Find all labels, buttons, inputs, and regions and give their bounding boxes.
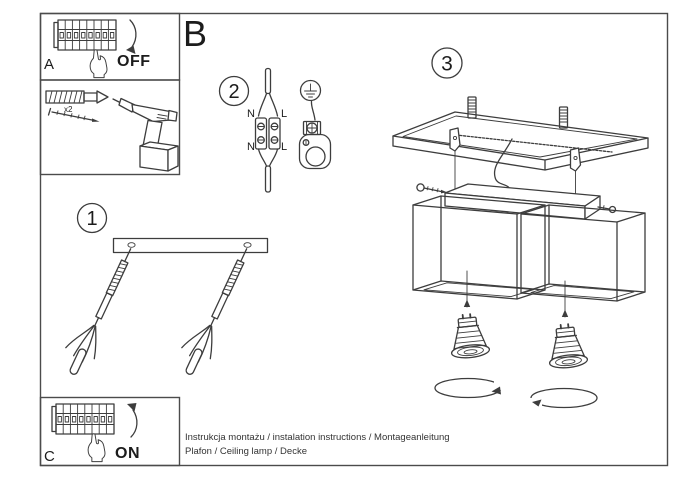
anchor-screw-left-icon (56, 240, 144, 381)
section-b-label: B (183, 13, 207, 54)
side-screw-left-icon (416, 183, 447, 194)
wire-label-n-top: N (247, 108, 255, 120)
breaker-panel-icon (53, 19, 117, 51)
power-cord-icon (493, 138, 513, 193)
arrow-up-icon (127, 403, 138, 438)
wall-anchor-icon: x2 (45, 90, 109, 114)
wire-label-l-top: L (281, 108, 287, 120)
shade-cube-left-icon (412, 195, 546, 300)
bulb-wire-left (463, 270, 471, 308)
threaded-stud-right-icon (558, 106, 569, 129)
arrow-down-icon (126, 19, 137, 54)
breaker-panel-icon (51, 403, 115, 435)
drill-icon (112, 97, 179, 172)
shade-cube-right-icon (520, 204, 646, 302)
anchor-quantity-label: x2 (64, 105, 73, 114)
terminal-block-icon (254, 117, 281, 150)
panel-c-label: C (44, 448, 55, 465)
power-cable-icon (257, 67, 279, 193)
panel-tools: x2 (45, 90, 179, 172)
panel-power-on: ON C (44, 403, 140, 465)
panel-a-border (39, 12, 181, 81)
off-label: OFF (117, 53, 151, 70)
step-2-badge (218, 75, 250, 107)
gu10-bulb-left-icon (446, 311, 491, 361)
rotation-arrow-left-icon (434, 377, 508, 399)
step-3-badge (431, 47, 463, 79)
step-3-assembly: 3 (392, 47, 649, 409)
screw-icon (47, 107, 100, 122)
wire-label-l-bottom: L (281, 141, 287, 153)
gu10-bulb-right-icon (544, 321, 589, 371)
step-1-mounting: 1 (56, 202, 269, 381)
panel-c-border (39, 396, 181, 467)
hand-icon (89, 49, 108, 79)
bulb-wire-right (561, 280, 569, 318)
footer: Instrukcja montażu / instalation instruc… (185, 432, 450, 457)
step-2-number: 2 (228, 81, 239, 103)
panel-a-label: A (44, 56, 54, 73)
step-1-number: 1 (86, 208, 97, 230)
mounting-bar-icon (112, 237, 269, 254)
step-2-wiring: 2 N L N L (218, 67, 332, 193)
footer-line2: Plafon / Ceiling lamp / Decke (185, 446, 307, 457)
step-3-number: 3 (441, 53, 453, 76)
hanging-hook-right-icon (569, 147, 582, 172)
outer-border (39, 12, 669, 467)
hand-icon (87, 433, 106, 463)
tools-panel-border (39, 79, 181, 176)
sheet-frame (39, 12, 669, 467)
anchor-screw-right-icon (172, 240, 260, 381)
hanging-hook-left-icon (449, 127, 461, 152)
on-label: ON (115, 445, 140, 462)
footer-line1: Instrukcja montażu / instalation instruc… (185, 432, 450, 443)
ground-clamp-icon (298, 100, 332, 170)
earth-symbol-icon (299, 79, 322, 102)
wire-label-n-bottom: N (247, 141, 255, 153)
step-1-badge (76, 202, 108, 234)
panel-power-off: OFF A (44, 19, 151, 79)
ceiling-plate-icon (392, 111, 649, 171)
rotation-arrow-right-icon (528, 387, 598, 409)
